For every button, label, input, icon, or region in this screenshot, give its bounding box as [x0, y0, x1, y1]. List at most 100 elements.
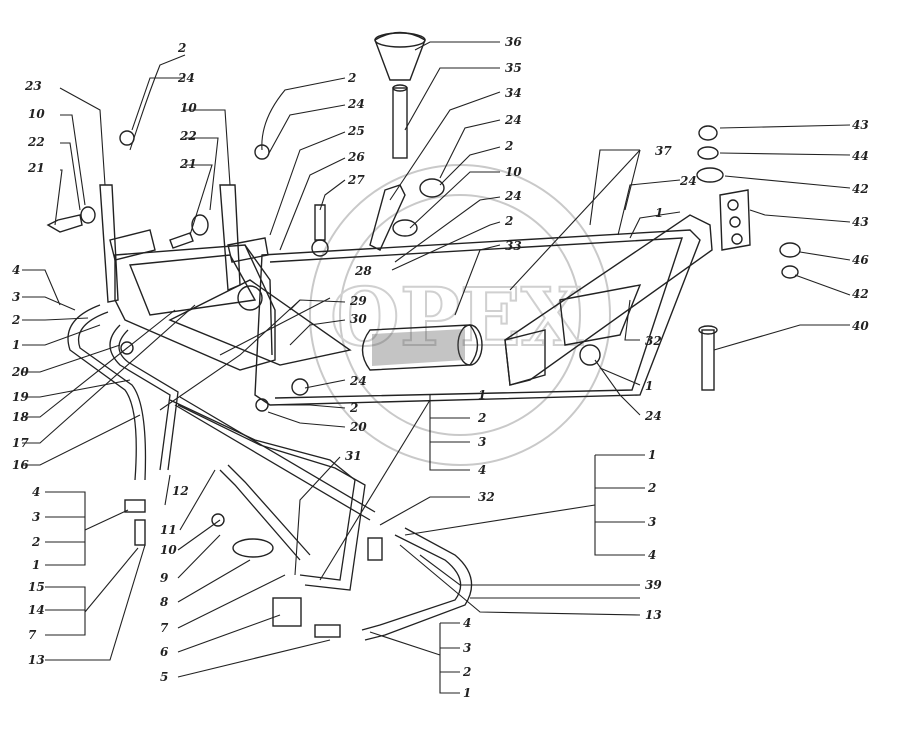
callout-33: 33 [505, 239, 522, 253]
callout-12: 12 [172, 484, 189, 498]
callout-43: 43 [852, 215, 869, 229]
callout-15: 15 [28, 580, 45, 594]
callout-36: 36 [505, 35, 522, 49]
callout-2: 2 [504, 214, 513, 228]
callout-30: 30 [350, 312, 367, 326]
callout-39: 39 [645, 578, 662, 592]
callout-1: 1 [655, 206, 663, 220]
callout-1: 1 [478, 388, 486, 402]
fitting-32 [367, 537, 383, 561]
callout-2: 2 [647, 481, 656, 495]
callout-26: 26 [347, 150, 365, 164]
callout-42: 42 [852, 182, 869, 196]
watermark: OPEX [309, 164, 611, 466]
callout-22: 22 [179, 129, 197, 143]
callout-labels: 2 24 23 10 22 21 10 22 21 2 24 25 26 27 … [11, 35, 869, 700]
callout-2: 2 [462, 665, 471, 679]
callout-24: 24 [504, 189, 522, 203]
callout-2: 2 [349, 401, 358, 415]
callout-3: 3 [12, 290, 20, 304]
callout-1: 1 [648, 448, 656, 462]
callout-24: 24 [177, 71, 195, 85]
callout-34: 34 [505, 86, 522, 100]
frame-outline [254, 229, 701, 406]
lever-link [369, 184, 406, 251]
callout-13: 13 [28, 653, 45, 667]
callout-25: 25 [347, 124, 365, 138]
callout-37: 37 [655, 144, 672, 158]
callout-23: 23 [24, 79, 42, 93]
callout-10: 10 [28, 107, 45, 121]
bolt-21 [46, 214, 83, 233]
callout-4: 4 [32, 485, 40, 499]
callout-3: 3 [32, 510, 40, 524]
frame-inner [269, 237, 683, 399]
callout-19: 19 [12, 390, 29, 404]
callout-20: 20 [11, 365, 29, 379]
callout-3: 3 [463, 641, 471, 655]
callout-32: 32 [478, 490, 495, 504]
callout-41: 43 [852, 118, 869, 132]
block-6 [272, 597, 302, 627]
callout-24: 24 [349, 374, 367, 388]
callout-18: 18 [12, 410, 29, 424]
callout-20: 20 [349, 420, 367, 434]
callout-28: 28 [354, 264, 372, 278]
callout-13: 13 [645, 608, 662, 622]
callout-16: 16 [12, 458, 29, 472]
callout-3: 3 [478, 435, 486, 449]
callout-4: 4 [463, 616, 471, 630]
callout-41: 42 [852, 287, 869, 301]
callout-35: 35 [505, 61, 522, 75]
callout-21: 21 [179, 157, 197, 171]
callout-2: 2 [177, 41, 186, 55]
callout-10: 10 [180, 101, 197, 115]
hose-39 [361, 534, 462, 631]
callout-21: 21 [27, 161, 45, 175]
watermark-text: OPEX [330, 270, 583, 364]
callout-7: 7 [160, 621, 169, 635]
cylinder-body [114, 244, 276, 371]
callout-1: 1 [12, 338, 20, 352]
callout-2: 2 [31, 535, 40, 549]
callout-5: 5 [160, 670, 168, 684]
callout-10: 10 [160, 543, 177, 557]
callout-24: 24 [504, 113, 522, 127]
callout-24: 24 [679, 174, 697, 188]
callout-3: 3 [648, 515, 656, 529]
callout-31: 31 [345, 449, 362, 463]
callout-14: 14 [28, 603, 45, 617]
callout-44: 44 [852, 149, 869, 163]
callout-8: 8 [160, 595, 169, 609]
callout-2: 2 [504, 139, 513, 153]
callout-2: 2 [477, 411, 486, 425]
callout-32: 32 [645, 334, 662, 348]
connector-5 [314, 624, 341, 638]
callout-40: 40 [852, 319, 869, 333]
right-bracket-plate [219, 184, 241, 292]
callout-27: 27 [347, 173, 365, 187]
callout-10: 10 [505, 165, 522, 179]
callout-4: 4 [648, 548, 656, 562]
callout-6: 6 [160, 645, 169, 659]
pin-40 [701, 329, 715, 391]
callout-11: 11 [160, 523, 177, 537]
callout-4: 4 [478, 463, 486, 477]
hose-19 [67, 304, 137, 481]
callout-29: 29 [349, 294, 367, 308]
callout-1: 1 [463, 686, 471, 700]
leader-lines [22, 41, 851, 694]
callout-2: 2 [11, 313, 20, 327]
callout-4: 4 [12, 263, 20, 277]
fitting-14 [124, 499, 146, 513]
hose-31 [174, 404, 371, 521]
callout-2: 2 [347, 71, 356, 85]
callout-22: 22 [27, 135, 45, 149]
callout-9: 9 [160, 571, 169, 585]
callout-24: 24 [347, 97, 365, 111]
knob [374, 31, 426, 81]
left-bracket-plate [99, 184, 119, 303]
hinge-plate-43 [719, 189, 751, 251]
callout-46: 46 [852, 253, 869, 267]
